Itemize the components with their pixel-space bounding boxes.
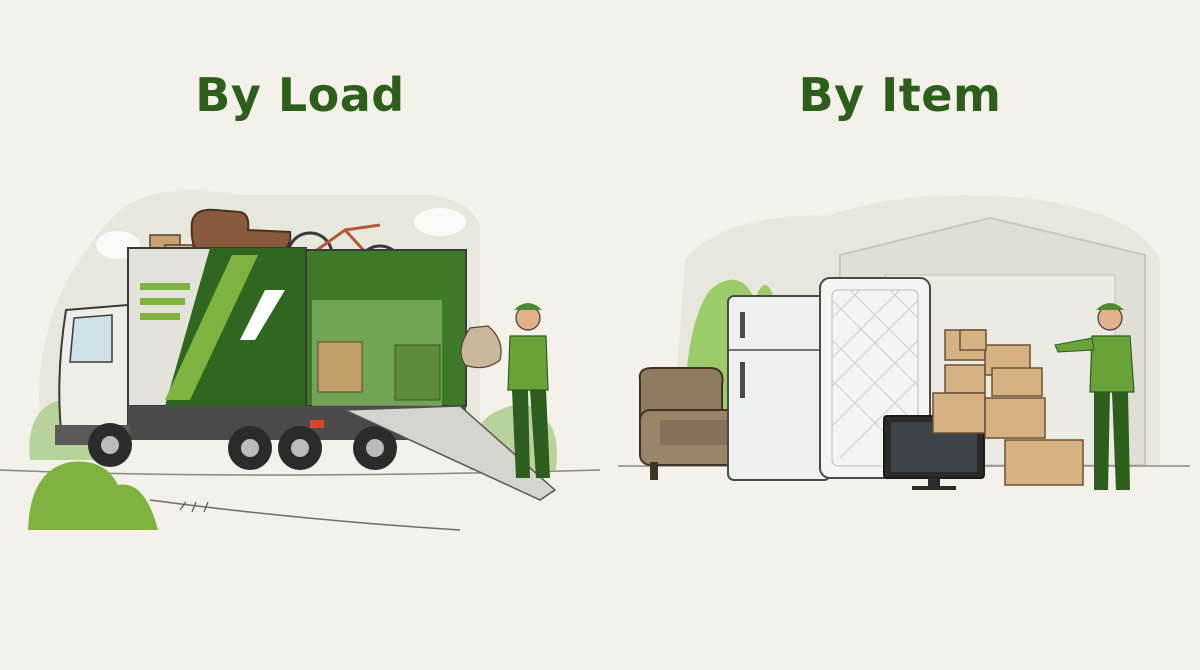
refrigerator-icon — [727, 295, 831, 481]
worker-icon — [1054, 303, 1135, 490]
truck-icon — [55, 247, 467, 470]
by-load-title: By Load — [195, 68, 405, 122]
worker-icon — [460, 303, 550, 478]
truck-loading-illustration — [0, 190, 600, 531]
by-item-panel: By Item — [600, 0, 1200, 670]
by-item-title: By Item — [798, 68, 1002, 122]
by-load-panel: By Load — [0, 68, 600, 531]
item-pricing-illustration — [618, 195, 1190, 490]
boxes-icon — [932, 329, 1084, 486]
